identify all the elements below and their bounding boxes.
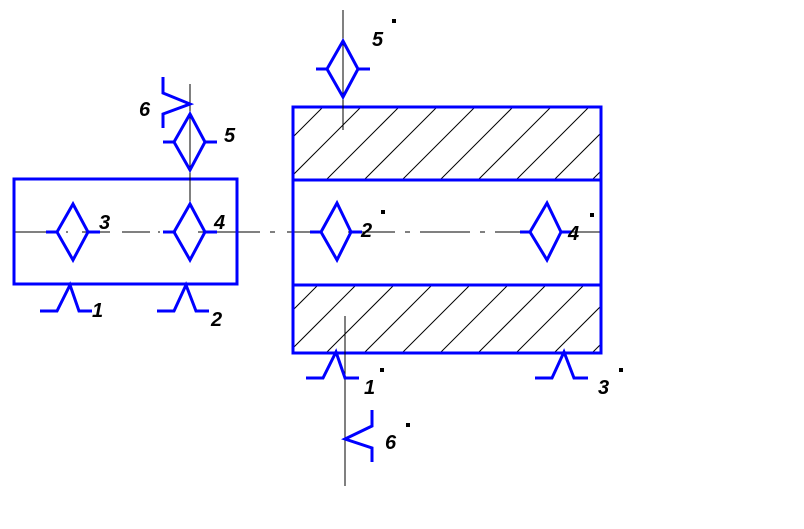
hatch-line: [591, 170, 601, 180]
hatch-line: [293, 107, 324, 138]
hatch-line: [439, 285, 509, 353]
hatch-line: [439, 107, 514, 180]
label-3: 3: [99, 212, 110, 234]
left-part: 3 4 5 6 1 2: [12, 77, 239, 331]
right-part-outline: [291, 105, 603, 355]
clamp-symbol-6: [161, 77, 195, 128]
center-symbol-4: [163, 200, 217, 264]
label-6: 6: [139, 99, 151, 121]
label-4: 4: [213, 212, 225, 234]
support-symbol-3-prime: [535, 348, 588, 380]
center-symbol-3: [46, 200, 100, 264]
hatch-line: [630, 107, 703, 180]
prime-mark: [392, 19, 396, 23]
support-symbol-1: [40, 281, 92, 313]
prime-mark: [619, 368, 623, 372]
hatch-line: [325, 285, 395, 353]
label-4-prime: 4: [567, 223, 579, 245]
prime-mark: [590, 213, 594, 217]
left-part-outline: [12, 177, 239, 286]
hatch-line: [293, 285, 357, 349]
hatch-line: [477, 107, 552, 180]
prime-mark: [406, 423, 410, 427]
label-5: 5: [224, 125, 236, 147]
hatch-line: [553, 305, 601, 353]
center-symbol-4-prime: [520, 199, 572, 264]
hatch-line: [401, 285, 471, 353]
label-2: 2: [210, 309, 222, 331]
hatch-bottom: [293, 285, 698, 353]
center-symbol-2-prime: [310, 199, 362, 264]
hatch-line: [363, 285, 433, 353]
label-1: 1: [92, 300, 103, 322]
hatch-line: [401, 107, 476, 180]
support-symbol-1-prime: [306, 348, 359, 380]
right-part: 5 2 4 1 3 6: [291, 10, 703, 486]
label-6-prime: 6: [385, 432, 397, 454]
center-symbol-5: [163, 110, 217, 174]
clamp-symbol-6-prime: [341, 410, 374, 462]
hatch-line: [477, 285, 547, 353]
label-3-prime: 3: [598, 377, 609, 399]
prime-mark: [381, 210, 385, 214]
label-1-prime: 1: [364, 377, 375, 399]
hatch-line: [363, 107, 438, 180]
hatch-line: [293, 107, 362, 176]
hatch-line: [553, 132, 601, 180]
label-5-prime: 5: [372, 29, 384, 51]
support-symbol-2: [157, 281, 209, 313]
hatch-line: [515, 107, 590, 180]
hatch-line: [630, 285, 698, 353]
label-2-prime: 2: [360, 220, 372, 242]
hatch-line: [515, 285, 585, 353]
center-symbol-5-prime: [316, 37, 370, 101]
hatch-top: [293, 107, 703, 180]
prime-mark: [380, 368, 384, 372]
hatch-line: [293, 285, 319, 311]
hatch-line: [325, 107, 400, 180]
